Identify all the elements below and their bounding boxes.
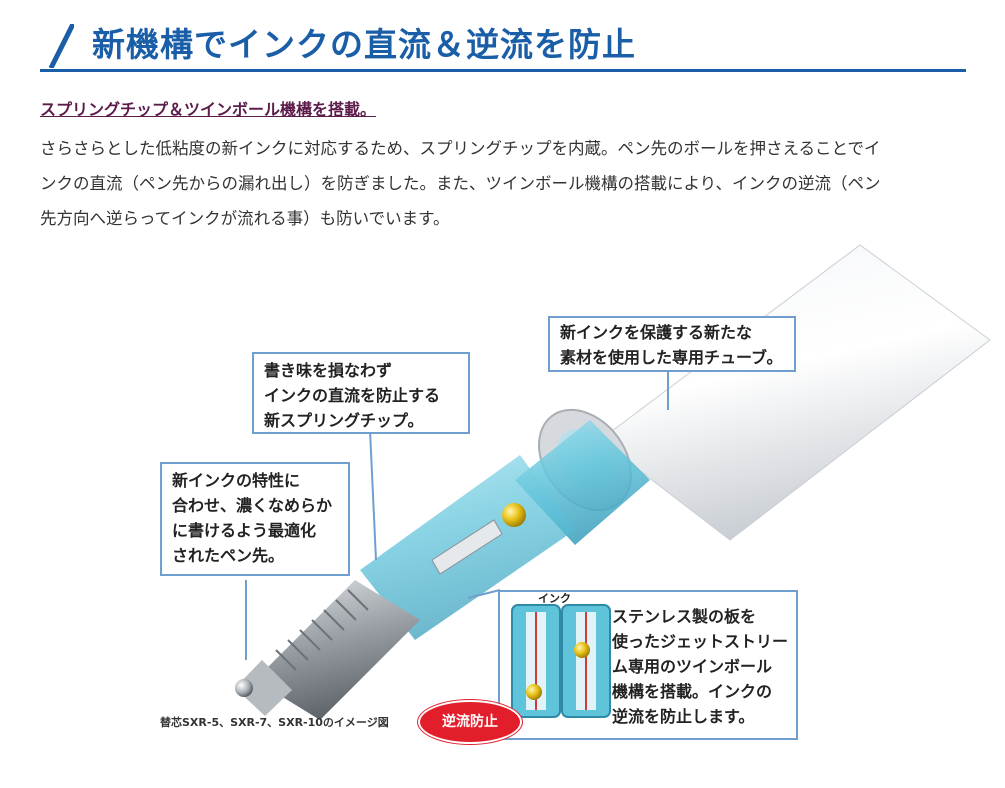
callout-line: インクの直流を防止する [264,386,441,405]
callout-line: 素材を使用した専用チューブ。 [560,348,783,367]
page-header: 新機構でインクの直流＆逆流を防止 [0,0,1005,80]
callout-line: 新スプリングチップ。 [264,411,424,430]
backflow-prevention-badge: 逆流防止 [418,700,522,744]
callout-line: 新インクの特性に [172,471,301,490]
tip-ball [235,679,253,697]
callout-line: に書けるよう最適化 [172,521,317,540]
ink-label: インク [538,592,571,605]
callout-line: 使ったジェットストリー [612,632,789,651]
callout-line: 機構を搭載。インクの [612,682,773,701]
description-line: さらさらとした低粘度の新インクに対応するため、スプリングチップを内蔵。ペン先のボ… [40,139,881,158]
spring-callout: 書き味を損なわず インクの直流を防止する 新スプリングチップ。 [252,352,470,434]
gold-ball [502,503,526,527]
page-title: 新機構でインクの直流＆逆流を防止 [92,25,636,64]
callout-line: 新インクを保護する新たな [560,323,753,342]
callout-line: 書き味を損なわず [264,361,393,380]
pen-tip [235,580,420,720]
callout-line: ム専用のツインボール [612,657,773,676]
twinball-diagram [511,604,611,718]
description-paragraph: さらさらとした低粘度の新インクに対応するため、スプリングチップを内蔵。ペン先のボ… [40,131,968,236]
callout-line: 逆流を防止します。 [612,707,755,726]
slash-icon [48,24,74,68]
description-line: 先方向へ逆らってインクが流れる事）も防いでいます。 [40,209,450,228]
callout-line: 合わせ、濃くなめらか [172,496,333,515]
description-line: ンクの直流（ペン先からの漏れ出し）を防ぎました。また、ツインボール機構の搭載によ… [40,174,881,193]
header-divider [40,69,966,72]
tube-callout: 新インクを保護する新たな 素材を使用した専用チューブ。 [548,316,796,372]
callout-line: ステンレス製の板を [612,607,757,626]
section-subheading: スプリングチップ＆ツインボール機構を搭載。 [40,100,377,119]
illustration-caption: 替芯SXR-5、SXR-7、SXR-10のイメージ図 [160,716,389,729]
tip-callout: 新インクの特性に 合わせ、濃くなめらか に書けるよう最適化 されたペン先。 [160,462,350,576]
twinball-callout: ステンレス製の板を 使ったジェットストリー ム専用のツインボール 機構を搭載。イ… [498,590,798,740]
callout-line: されたペン先。 [172,546,285,565]
stainless-plate [431,519,503,575]
leader-lines [245,370,669,660]
